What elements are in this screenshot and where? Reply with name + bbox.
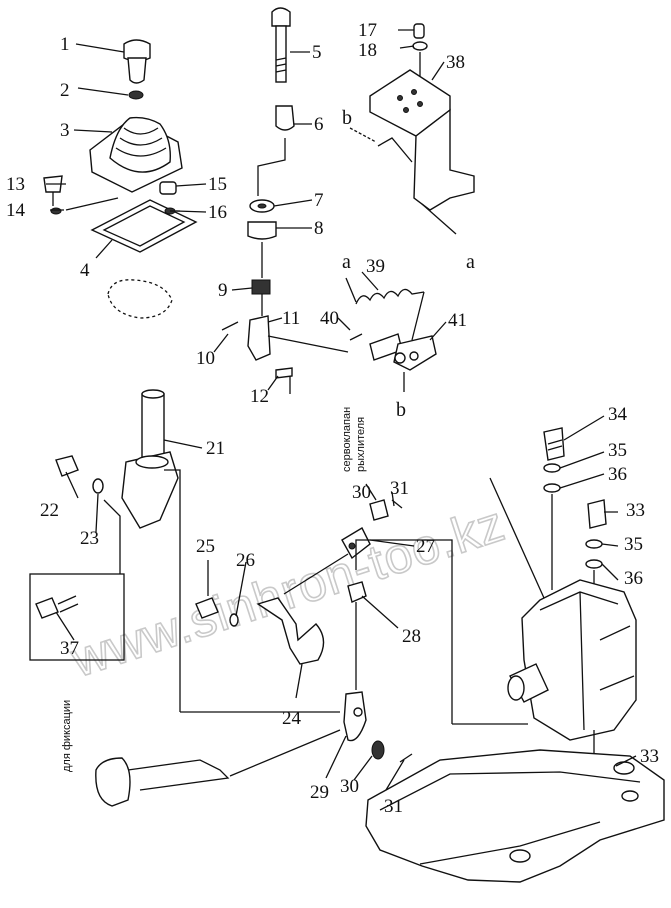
spring-39 bbox=[355, 288, 425, 305]
ref-letter-a-right: a bbox=[466, 251, 475, 273]
lever-24 bbox=[256, 597, 325, 665]
detail-box-37 bbox=[29, 573, 125, 661]
callout-27: 27 bbox=[416, 536, 435, 557]
clamp bbox=[95, 757, 131, 807]
callout-10: 10 bbox=[196, 348, 215, 369]
callout-13: 13 bbox=[6, 174, 25, 195]
callout-22: 22 bbox=[40, 500, 59, 521]
note-lock: для фиксации bbox=[61, 700, 73, 772]
callout-30-lower: 30 bbox=[340, 776, 359, 797]
callout-34: 34 bbox=[608, 404, 628, 425]
yoke bbox=[247, 315, 271, 361]
callout-38: 38 bbox=[446, 52, 465, 73]
callout-39: 39 bbox=[366, 256, 385, 277]
bolt-22 bbox=[55, 455, 79, 477]
callout-31-upper: 31 bbox=[390, 478, 409, 499]
callout-2: 2 bbox=[60, 80, 70, 101]
rod-end-29 bbox=[343, 691, 367, 742]
callout-26: 26 bbox=[236, 550, 255, 571]
ref-letter-a-top: a bbox=[342, 251, 351, 273]
socket bbox=[275, 105, 295, 131]
callout-25: 25 bbox=[196, 536, 215, 557]
callout-21: 21 bbox=[206, 438, 225, 459]
callout-14: 14 bbox=[6, 200, 26, 221]
callout-31-lower: 31 bbox=[384, 796, 403, 817]
valve-assembly bbox=[489, 427, 637, 800]
callout-33-lower: 33 bbox=[640, 746, 659, 767]
callout-15: 15 bbox=[208, 174, 227, 195]
callout-36-lower: 36 bbox=[624, 568, 643, 589]
callout-6: 6 bbox=[314, 114, 324, 135]
lever-shaft-assembly bbox=[29, 389, 179, 661]
callout-17: 17 bbox=[358, 20, 377, 41]
callout-5: 5 bbox=[312, 42, 322, 63]
callout-23: 23 bbox=[80, 528, 99, 549]
callout-41: 41 bbox=[448, 310, 467, 331]
callout-18: 18 bbox=[358, 40, 377, 61]
callout-24: 24 bbox=[282, 708, 302, 729]
callout-29: 29 bbox=[310, 782, 329, 803]
ref-letter-b-bottom: b bbox=[396, 399, 406, 421]
control-rod-assembly bbox=[221, 7, 349, 379]
frame-body bbox=[365, 749, 665, 883]
callout-12: 12 bbox=[250, 386, 269, 407]
note-solenoid-line2: рыхлителя bbox=[355, 417, 367, 472]
seal bbox=[107, 279, 173, 319]
callout-16: 16 bbox=[208, 202, 227, 223]
nut bbox=[128, 90, 144, 100]
bracket-assembly bbox=[349, 23, 475, 235]
callout-28: 28 bbox=[402, 626, 421, 647]
callouts: 1 2 3 4 5 6 7 8 9 10 11 12 13 14 15 16 1… bbox=[6, 20, 659, 817]
leader-lines bbox=[164, 294, 528, 725]
callout-37: 37 bbox=[60, 638, 79, 659]
callout-36-upper: 36 bbox=[608, 464, 627, 485]
callout-33-upper: 33 bbox=[626, 500, 645, 521]
callout-7: 7 bbox=[314, 190, 324, 211]
callout-35-upper: 35 bbox=[608, 440, 627, 461]
callout-30-upper: 30 bbox=[352, 482, 371, 503]
callout-3: 3 bbox=[60, 120, 70, 141]
callout-11: 11 bbox=[282, 308, 300, 329]
callout-4: 4 bbox=[80, 260, 90, 281]
spring-lever-assembly bbox=[345, 277, 437, 392]
callout-35-lower: 35 bbox=[624, 534, 643, 555]
ref-letter-b-top: b bbox=[342, 107, 352, 129]
callout-9: 9 bbox=[218, 280, 228, 301]
valve-body bbox=[521, 579, 637, 741]
arm bbox=[121, 451, 179, 529]
callout-1: 1 bbox=[60, 34, 70, 55]
note-solenoid-line1: сервоклапан bbox=[341, 407, 353, 472]
frame bbox=[365, 749, 665, 883]
callout-40: 40 bbox=[320, 308, 339, 329]
callout-8: 8 bbox=[314, 218, 324, 239]
